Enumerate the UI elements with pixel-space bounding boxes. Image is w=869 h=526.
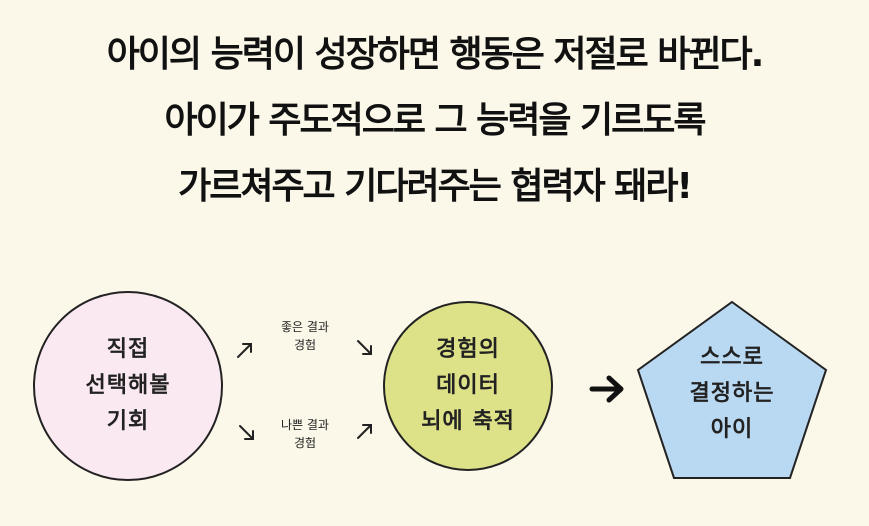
headline-line-1: 아이의 능력이 성장하면 행동은 저절로 바뀐다. — [106, 34, 765, 75]
opportunity-line-1: 직접 — [106, 337, 150, 362]
opportunity-circle — [33, 291, 223, 481]
child-pentagon — [636, 300, 828, 479]
headline-line-2: 아이가 주도적으로 그 능력을 기르도록 — [164, 100, 706, 141]
good-path-arrow-left-icon — [237, 343, 252, 358]
good-path-arrow-right-icon — [357, 340, 372, 355]
good-result-label: 좋은 결과 경험 — [262, 318, 348, 354]
opportunity-line-2: 선택해볼 — [85, 373, 171, 398]
child-line-3: 아이 — [710, 417, 754, 442]
bad-result-label: 나쁜 결과 경험 — [262, 416, 348, 452]
headline-line-3: 가르쳐주고 기다려주는 협력자 돼라! — [178, 166, 693, 207]
good-result-line-2: 경험 — [293, 338, 317, 352]
bad-result-line-1: 나쁜 결과 — [281, 418, 329, 432]
child-line-2: 결정하는 — [689, 381, 775, 406]
main-arrow-icon — [589, 375, 624, 403]
bad-path-arrow-left-icon — [239, 425, 254, 440]
child-line-1: 스스로 — [700, 345, 764, 370]
experience-line-3: 뇌에 축적 — [421, 409, 515, 434]
headline: 아이의 능력이 성장하면 행동은 저절로 바뀐다. 아이가 주도적으로 그 능력… — [0, 22, 869, 220]
bad-path-arrow-right-icon — [357, 424, 372, 439]
experience-line-1: 경험의 — [436, 337, 500, 362]
experience-line-2: 데이터 — [436, 373, 500, 398]
experience-label: 경험의 데이터 뇌에 축적 — [393, 332, 543, 440]
good-result-line-1: 좋은 결과 — [281, 320, 329, 334]
opportunity-label: 직접 선택해볼 기회 — [48, 332, 208, 440]
opportunity-line-3: 기회 — [106, 409, 150, 434]
child-label: 스스로 결정하는 아이 — [662, 340, 802, 448]
experience-circle — [383, 301, 553, 471]
bad-result-line-2: 경험 — [293, 436, 317, 450]
